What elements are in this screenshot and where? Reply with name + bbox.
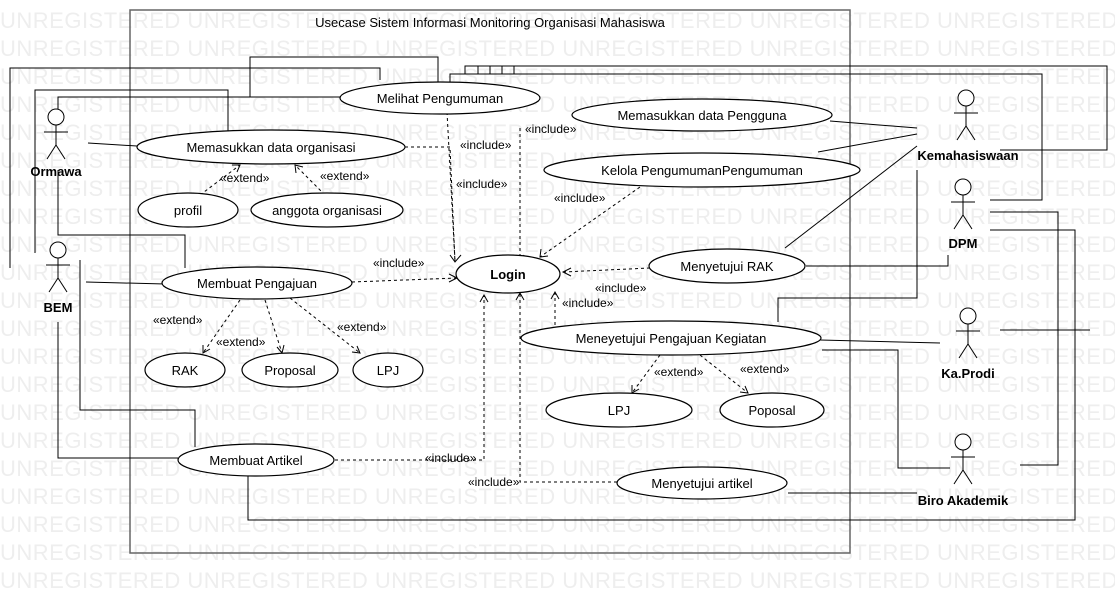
usecase-rak[interactable]: RAK: [144, 352, 226, 388]
svg-text:Melihat Pengumuman: Melihat Pengumuman: [377, 91, 503, 106]
extend-label: «extend»: [337, 320, 387, 334]
svg-text:Meneyetujui Pengajuan Kegiatan: Meneyetujui Pengajuan Kegiatan: [576, 331, 767, 346]
svg-text:UNREGISTERED UNREGISTERED UNRE: UNREGISTERED UNREGISTERED UNREGISTERED U…: [0, 428, 1115, 453]
system-title: Usecase Sistem Informasi Monitoring Orga…: [315, 15, 665, 30]
usecase-memasukkan-data-pengguna[interactable]: Memasukkan data Pengguna: [571, 98, 833, 132]
svg-text:Poposal: Poposal: [749, 403, 796, 418]
extend-label: «extend»: [740, 362, 790, 376]
svg-text:profil: profil: [174, 203, 202, 218]
usecase-membuat-pengajuan[interactable]: Membuat Pengajuan: [161, 266, 353, 300]
svg-text:BEM: BEM: [44, 300, 73, 315]
dependencies: [199, 111, 749, 483]
svg-text:UNREGISTERED UNREGISTERED UNRE: UNREGISTERED UNREGISTERED UNREGISTERED U…: [0, 568, 1115, 593]
extend-label: «extend»: [320, 169, 370, 183]
svg-text:Ka.Prodi: Ka.Prodi: [941, 366, 994, 381]
svg-text:UNREGISTERED UNREGISTERED UNRE: UNREGISTERED UNREGISTERED UNREGISTERED U…: [0, 36, 1115, 61]
include-label: «include»: [525, 122, 577, 136]
include-label: «include»: [468, 475, 520, 489]
svg-text:Memasukkan data Pengguna: Memasukkan data Pengguna: [617, 108, 787, 123]
actor-kaprodi[interactable]: Ka.Prodi: [941, 307, 995, 381]
usecase-lpj-2[interactable]: LPJ: [545, 392, 693, 428]
svg-text:Proposal: Proposal: [264, 363, 315, 378]
extend-label: «extend»: [654, 365, 704, 379]
svg-text:Kelola PengumumanPengumuman: Kelola PengumumanPengumuman: [601, 163, 803, 178]
usecase-menyetujui-rak[interactable]: Menyetujui RAK: [648, 248, 806, 284]
watermark: UNREGISTERED UNREGISTERED UNREGISTERED U…: [0, 8, 1115, 593]
include-label: «include»: [595, 281, 647, 295]
svg-text:LPJ: LPJ: [608, 403, 630, 418]
relation-labels: «include» «include» «include» «include» …: [153, 122, 790, 489]
include-label: «include»: [425, 451, 477, 465]
svg-text:Login: Login: [490, 267, 525, 282]
usecase-membuat-artikel[interactable]: Membuat Artikel: [177, 443, 335, 477]
svg-text:Memasukkan data organisasi: Memasukkan data organisasi: [186, 140, 355, 155]
svg-text:UNREGISTERED UNREGISTERED UNRE: UNREGISTERED UNREGISTERED UNREGISTERED U…: [0, 92, 1115, 117]
actor-dpm[interactable]: DPM: [949, 178, 978, 251]
usecase-login[interactable]: Login: [455, 254, 561, 294]
svg-text:anggota organisasi: anggota organisasi: [272, 203, 382, 218]
svg-text:Menyetujui artikel: Menyetujui artikel: [651, 476, 752, 491]
usecase-menyetujui-pengajuan-kegiatan[interactable]: Meneyetujui Pengajuan Kegiatan: [520, 320, 822, 356]
include-label: «include»: [562, 296, 614, 310]
svg-text:UNREGISTERED UNREGISTERED UNRE: UNREGISTERED UNREGISTERED UNREGISTERED U…: [0, 232, 1115, 257]
usecase-profil[interactable]: profil: [137, 192, 239, 228]
svg-text:DPM: DPM: [949, 236, 978, 251]
svg-text:RAK: RAK: [172, 363, 199, 378]
actor-ormawa[interactable]: Ormawa: [30, 108, 82, 179]
svg-text:Membuat Artikel: Membuat Artikel: [209, 453, 302, 468]
extend-label: «extend»: [220, 171, 270, 185]
extend-label: «extend»: [216, 335, 266, 349]
svg-text:UNREGISTERED UNREGISTERED UNRE: UNREGISTERED UNREGISTERED UNREGISTERED U…: [0, 484, 1115, 509]
svg-text:LPJ: LPJ: [377, 363, 399, 378]
actor-biro-akademik[interactable]: Biro Akademik: [918, 433, 1009, 508]
associations: [9, 56, 1108, 521]
usecase-lpj[interactable]: LPJ: [352, 352, 424, 388]
usecase-menyetujui-artikel[interactable]: Menyetujui artikel: [616, 466, 788, 500]
svg-text:Biro Akademik: Biro Akademik: [918, 493, 1009, 508]
usecase-anggota-organisasi[interactable]: anggota organisasi: [250, 192, 404, 228]
svg-text:Membuat Pengajuan: Membuat Pengajuan: [197, 276, 317, 291]
svg-text:UNREGISTERED UNREGISTERED UNRE: UNREGISTERED UNREGISTERED UNREGISTERED U…: [0, 512, 1115, 537]
include-label: «include»: [460, 138, 512, 152]
svg-text:Ormawa: Ormawa: [30, 164, 82, 179]
usecase-melihat-pengumuman[interactable]: Melihat Pengumuman: [339, 81, 541, 115]
usecase-kelola-pengumuman[interactable]: Kelola PengumumanPengumuman: [543, 152, 861, 188]
include-label: «include»: [554, 191, 606, 205]
svg-text:UNREGISTERED UNREGISTERED UNRE: UNREGISTERED UNREGISTERED UNREGISTERED U…: [0, 288, 1115, 313]
include-label: «include»: [373, 256, 425, 270]
svg-text:UNREGISTERED UNREGISTERED UNRE: UNREGISTERED UNREGISTERED UNREGISTERED U…: [0, 8, 1115, 33]
include-label: «include»: [456, 177, 508, 191]
usecase-proposal[interactable]: Proposal: [241, 352, 339, 388]
system-boundary: [129, 9, 851, 554]
usecase-poposal[interactable]: Poposal: [719, 392, 825, 428]
actor-bem[interactable]: BEM: [44, 241, 73, 315]
svg-text:Menyetujui RAK: Menyetujui RAK: [680, 259, 774, 274]
usecase-memasukkan-data-organisasi[interactable]: Memasukkan data organisasi: [136, 129, 406, 165]
svg-text:Kemahasiswaan: Kemahasiswaan: [917, 148, 1018, 163]
extend-label: «extend»: [153, 313, 203, 327]
actor-kemahasiswaan[interactable]: Kemahasiswaan: [917, 89, 1019, 163]
